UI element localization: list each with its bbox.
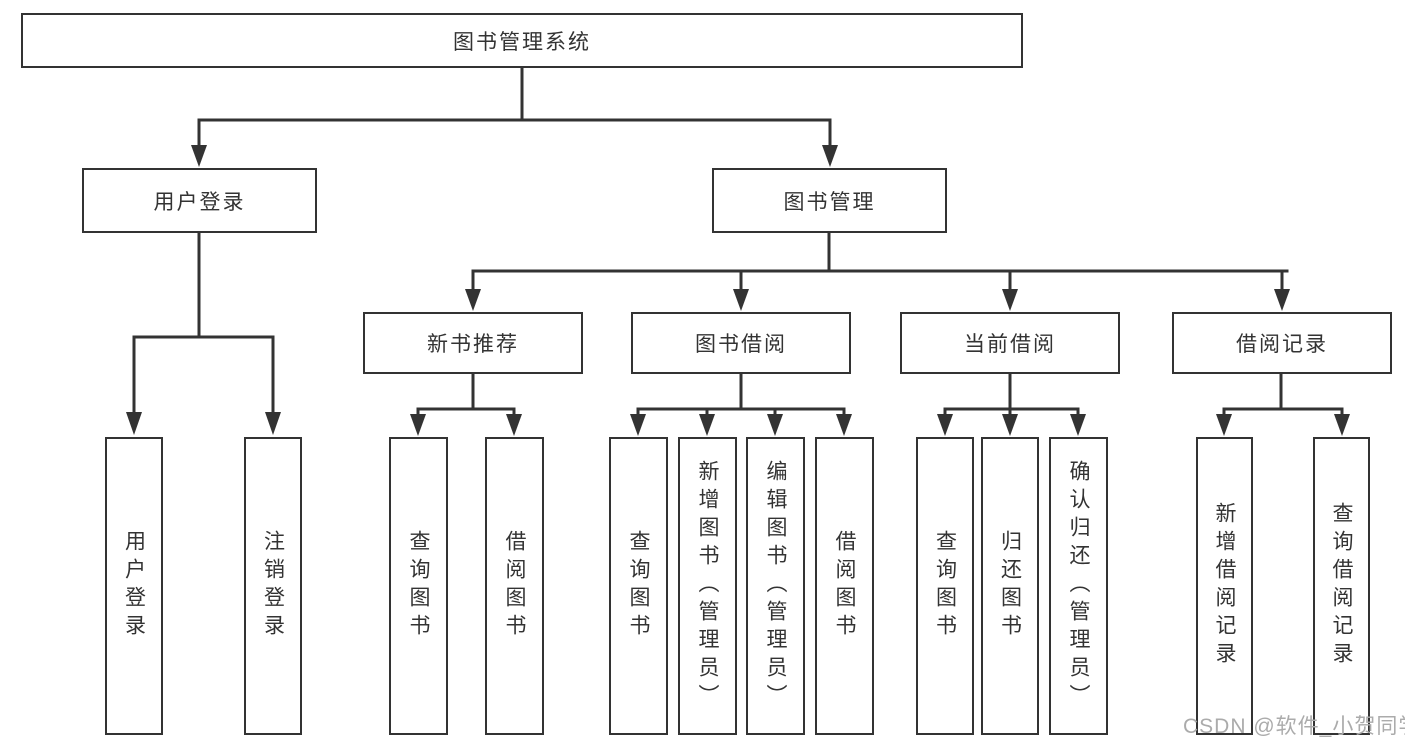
arrowhead-icon [767, 414, 783, 436]
node-label: 借阅记录 [1236, 333, 1328, 356]
leaf-label: 借阅图书 [833, 530, 856, 642]
arrowhead-icon [506, 414, 522, 436]
arrowhead-icon [733, 289, 749, 311]
connector-current-to-leaves [937, 371, 1086, 436]
node-library-management-system: 图书管理系统 [21, 13, 1023, 68]
leaf-label: 新增借阅记录 [1213, 502, 1236, 670]
arrowhead-icon [265, 412, 281, 435]
node-label: 用户登录 [153, 190, 246, 214]
leaf-add-borrow-record: 新增借阅记录 [1196, 437, 1253, 735]
arrowhead-icon [836, 414, 852, 436]
leaf-edit-books-admin: 编辑图书（管理员） [746, 437, 805, 735]
arrowhead-icon [1216, 414, 1232, 436]
node-book-management: 图书管理 [712, 168, 947, 233]
connector-book-mgmt-to-level3 [465, 229, 1290, 311]
connector-borrowing-to-leaves [630, 371, 852, 436]
node-current-borrowing: 当前借阅 [900, 312, 1120, 374]
arrowhead-icon [465, 289, 481, 311]
arrowhead-icon [126, 412, 142, 435]
leaf-return-books: 归还图书 [981, 437, 1039, 735]
arrowhead-icon [410, 414, 426, 436]
arrowhead-icon [1334, 414, 1350, 436]
node-borrowing-records: 借阅记录 [1172, 312, 1392, 374]
node-user-login: 用户登录 [82, 168, 317, 233]
leaf-confirm-return-admin: 确认归还（管理员） [1049, 437, 1108, 735]
arrowhead-icon [822, 145, 838, 167]
leaf-query-books-3: 查询图书 [916, 437, 974, 735]
node-label: 新书推荐 [427, 333, 519, 356]
arrowhead-icon [630, 414, 646, 436]
leaf-add-books-admin: 新增图书（管理员） [678, 437, 737, 735]
leaf-query-books-2: 查询图书 [609, 437, 668, 735]
csdn-watermark: CSDN @软件_小贺同学 [1183, 715, 1405, 738]
leaf-label: 查询图书 [407, 530, 430, 642]
leaf-logout: 注销登录 [244, 437, 302, 735]
node-new-book-recommendation: 新书推荐 [363, 312, 583, 374]
node-label: 图书管理系统 [453, 30, 591, 54]
arrowhead-icon [1002, 289, 1018, 311]
arrowhead-icon [1070, 414, 1086, 436]
leaf-label: 查询借阅记录 [1330, 502, 1353, 670]
leaf-label: 查询图书 [627, 530, 650, 642]
connector-root-to-level2 [191, 64, 838, 167]
leaf-borrow-books-1: 借阅图书 [485, 437, 544, 735]
leaf-label: 新增图书（管理员） [696, 460, 719, 712]
connector-user-login-to-leaves [126, 229, 281, 435]
leaf-label: 用户登录 [122, 530, 146, 642]
connector-new-books-to-leaves [410, 371, 522, 436]
arrowhead-icon [191, 145, 207, 167]
arrowhead-icon [1274, 289, 1290, 311]
leaf-query-borrow-record: 查询借阅记录 [1313, 437, 1370, 735]
leaf-label: 确认归还（管理员） [1067, 460, 1090, 712]
arrowhead-icon [1002, 414, 1018, 436]
leaf-borrow-books-2: 借阅图书 [815, 437, 874, 735]
node-book-borrowing: 图书借阅 [631, 312, 851, 374]
arrowhead-icon [699, 414, 715, 436]
arrowhead-icon [937, 414, 953, 436]
leaf-label: 注销登录 [261, 530, 285, 642]
connector-records-to-leaves [1216, 371, 1350, 436]
leaf-user-login: 用户登录 [105, 437, 163, 735]
leaf-query-books-1: 查询图书 [389, 437, 448, 735]
leaf-label: 借阅图书 [503, 530, 526, 642]
node-label: 图书借阅 [695, 333, 787, 356]
node-label: 图书管理 [783, 190, 876, 214]
leaf-label: 编辑图书（管理员） [764, 460, 787, 712]
leaf-label: 归还图书 [998, 530, 1022, 642]
leaf-label: 查询图书 [933, 530, 957, 642]
node-label: 当前借阅 [964, 333, 1056, 356]
